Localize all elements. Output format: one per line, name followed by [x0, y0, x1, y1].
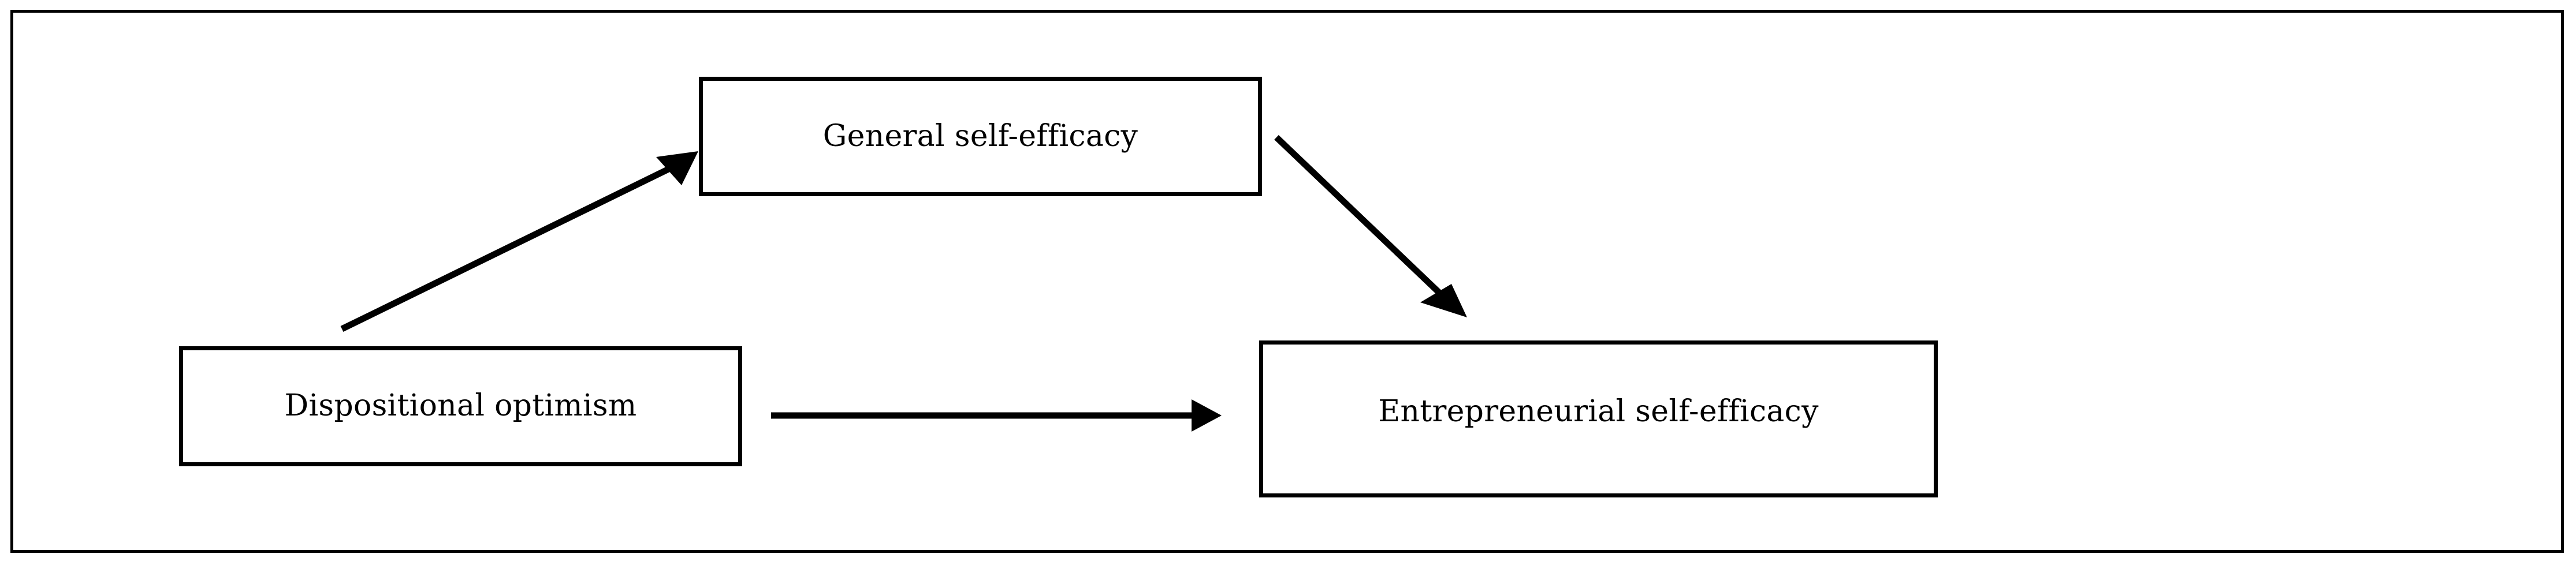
- node-entrepreneurial-self-efficacy[interactable]: Entrepreneurial self-efficacy: [1259, 340, 1938, 497]
- node-entrepreneurial-self-efficacy-label: Entrepreneurial self-efficacy: [1378, 394, 1819, 429]
- node-dispositional-optimism-label: Dispositional optimism: [284, 388, 637, 424]
- node-general-self-efficacy[interactable]: General self-efficacy: [699, 77, 1262, 196]
- node-dispositional-optimism[interactable]: Dispositional optimism: [179, 346, 742, 466]
- node-general-self-efficacy-label: General self-efficacy: [822, 118, 1138, 154]
